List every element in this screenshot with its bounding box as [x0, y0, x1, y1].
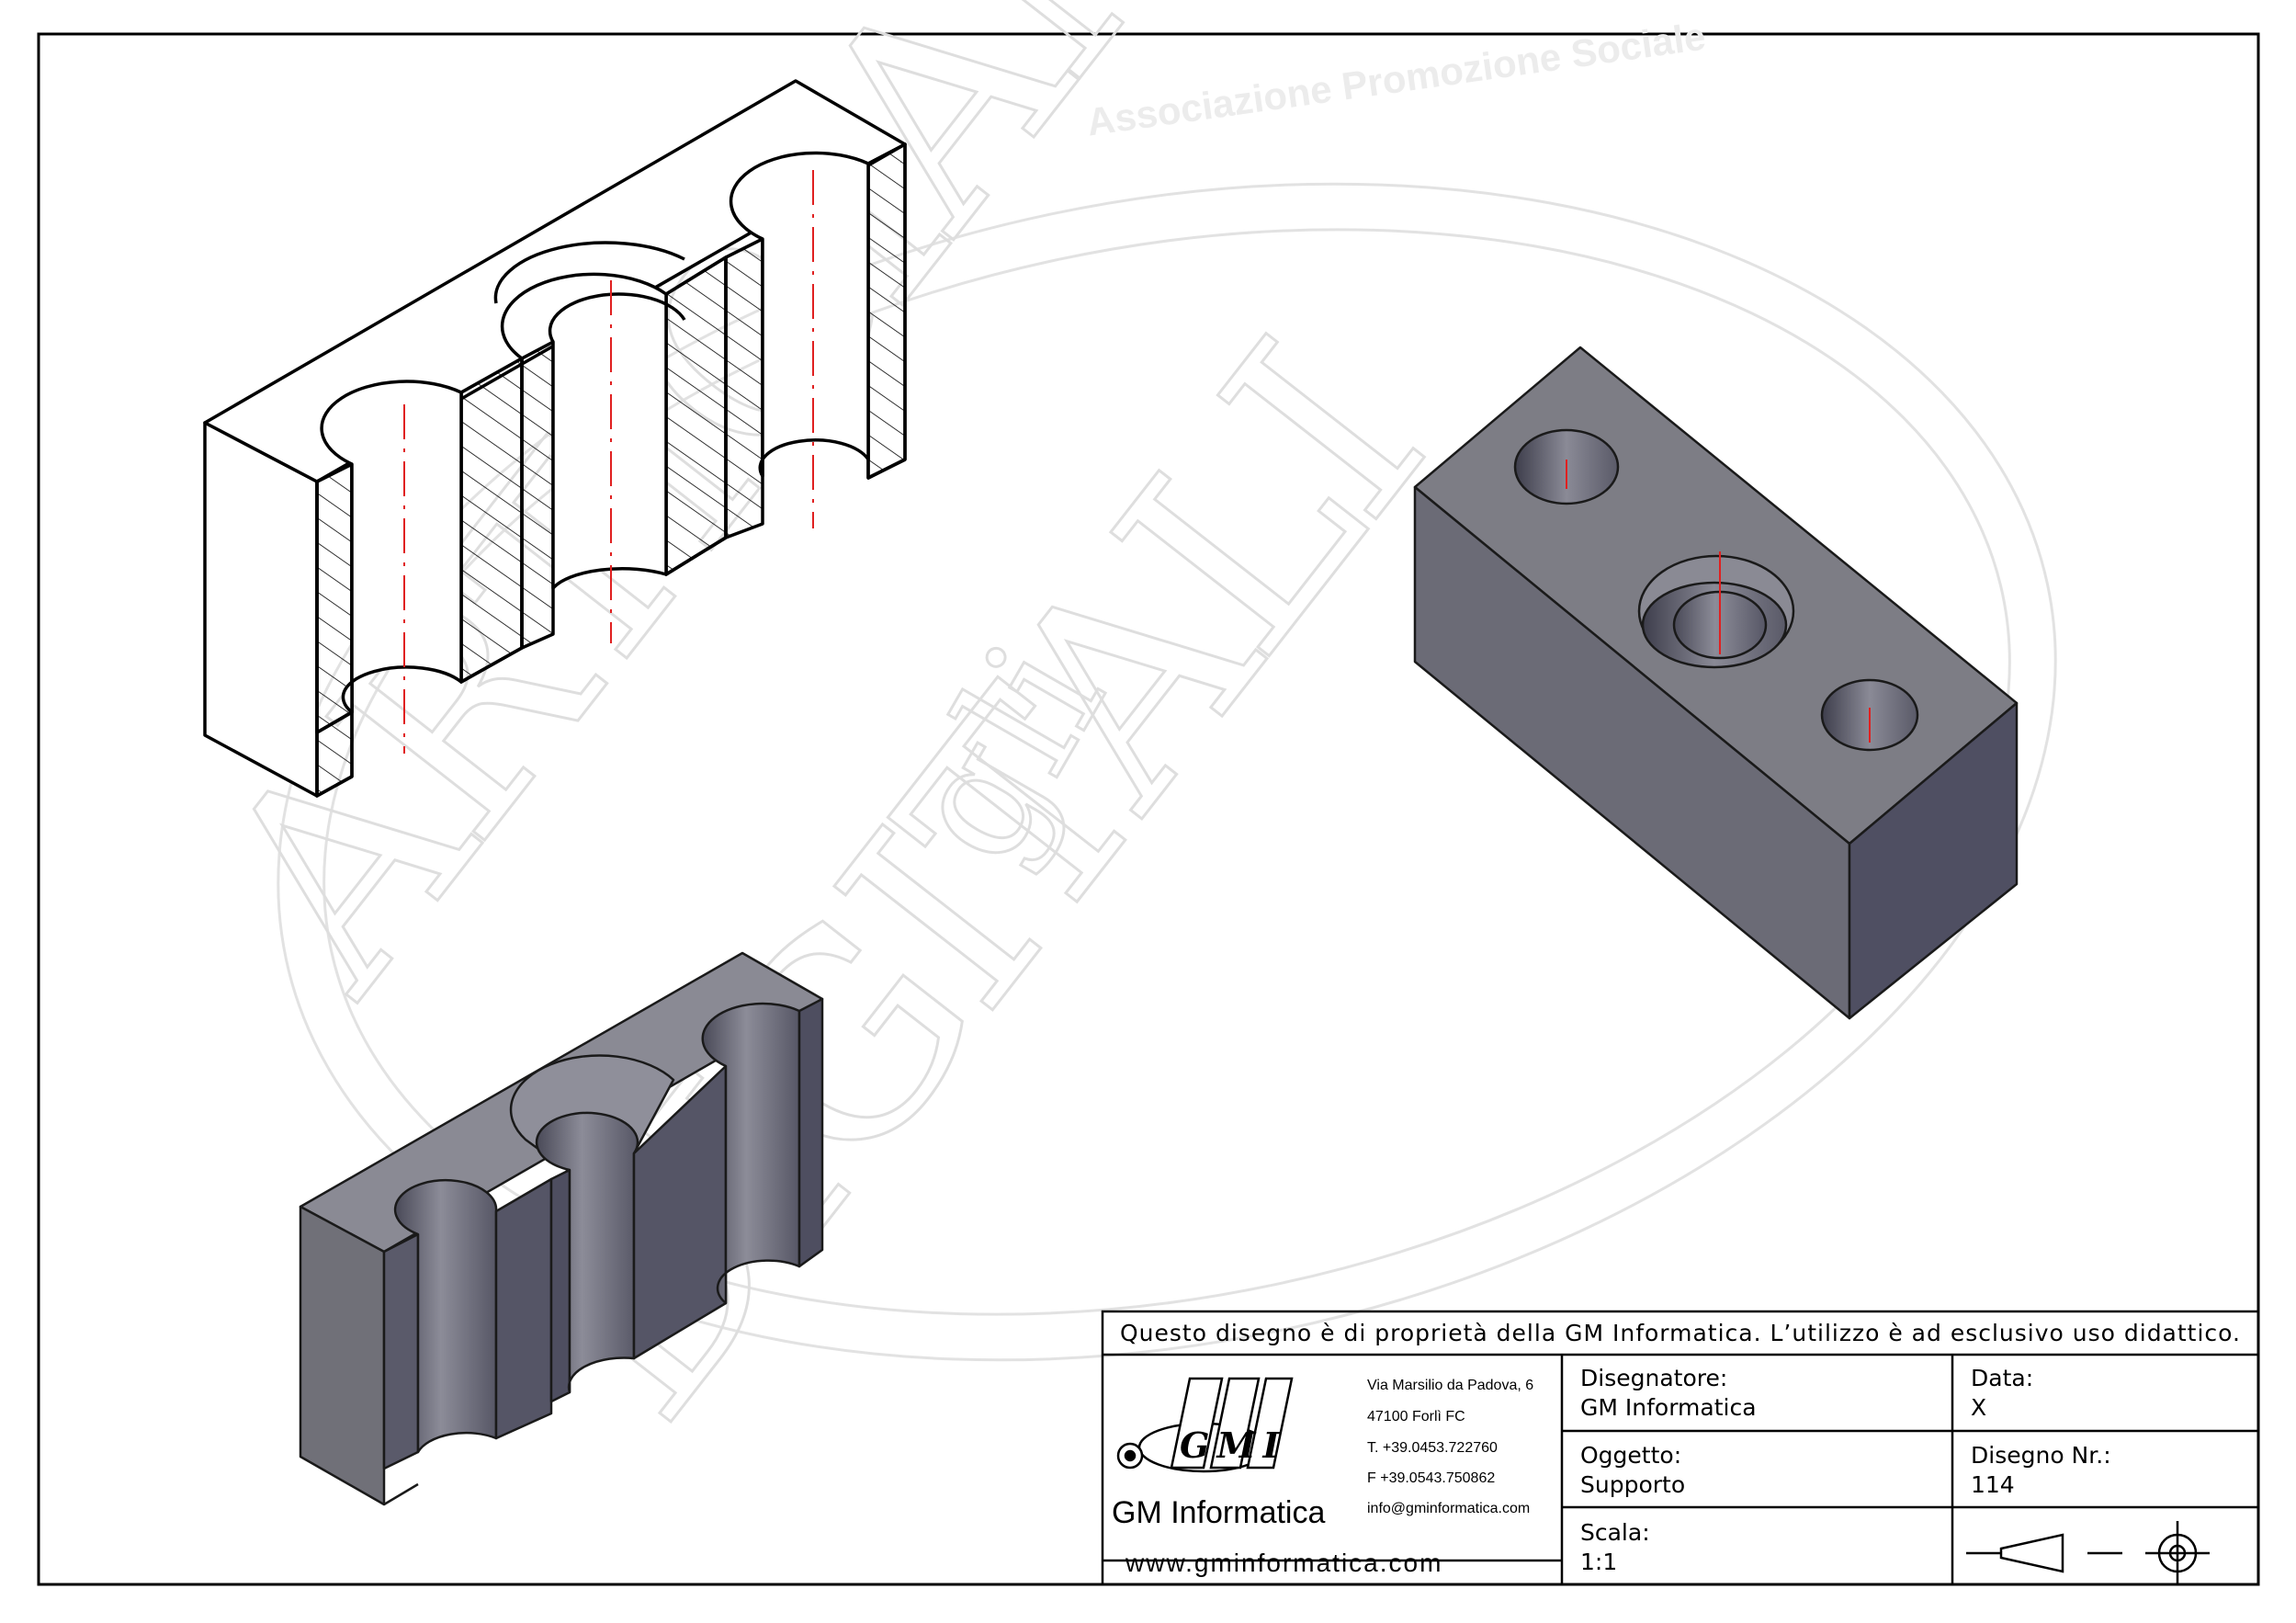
date-label: Data: [1971, 1365, 2034, 1391]
address-email: info@gminformatica.com [1367, 1501, 1531, 1516]
company-name: GM Informatica [1112, 1495, 1326, 1530]
ownership-banner: Questo disegno è di proprietà della GM I… [1120, 1320, 2241, 1346]
solid-centerlines [1566, 460, 1871, 743]
section-solid [299, 951, 824, 1506]
drawing-no-label: Disegno Nr.: [1971, 1442, 2111, 1469]
address-fax: F +39.0543.750862 [1367, 1470, 1496, 1486]
object-value: Supporto [1580, 1471, 1686, 1498]
first-angle-projection-icon [1966, 1521, 2210, 1585]
section-centerlines [403, 170, 814, 754]
address-street: Via Marsilio da Padova, 6 [1367, 1378, 1534, 1393]
gmi-logo: GMI [1116, 1377, 1294, 1473]
solid-block [1413, 346, 2019, 1020]
website-link[interactable]: www.gminformatica.com [1125, 1549, 1443, 1577]
scale-label: Scala: [1580, 1519, 1650, 1546]
address-phone: T. +39.0453.722760 [1367, 1440, 1498, 1456]
title-block-frame [1101, 1310, 2260, 1586]
designer-label: Disegnatore: [1580, 1365, 1728, 1391]
designer-value: GM Informatica [1580, 1394, 1757, 1421]
scale-value: 1:1 [1580, 1549, 1618, 1575]
section-view [203, 79, 907, 798]
object-label: Oggetto: [1580, 1442, 1682, 1469]
title-block: Questo disegno è di proprietà della GM I… [1103, 1311, 2258, 1584]
drawing-no-value: 114 [1971, 1471, 2015, 1498]
address-city: 47100 Forlì FC [1367, 1409, 1465, 1424]
date-value: X [1971, 1394, 1987, 1421]
logo-text: GMI [1180, 1424, 1286, 1466]
